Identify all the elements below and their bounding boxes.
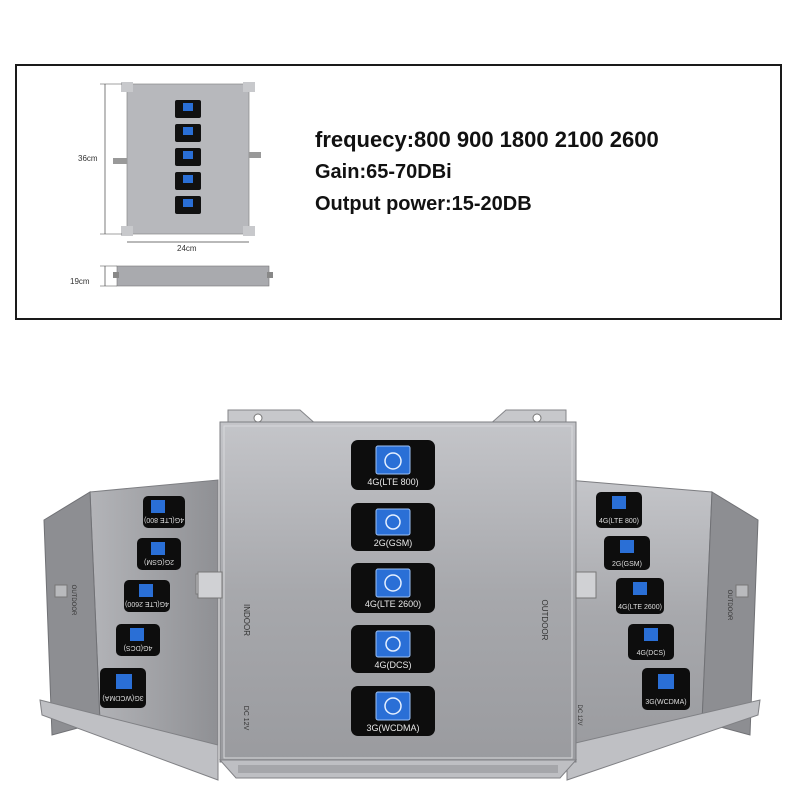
right-unit-module-4-label: 4G(DCS)	[637, 650, 666, 657]
right-unit-module-3-label: 4G(LTE 2600)	[618, 604, 662, 611]
right-unit-module-4: 4G(DCS)	[628, 624, 674, 660]
right-unit-module-2-label: 2G(GSM)	[612, 561, 642, 568]
signal-dial-icon	[384, 452, 402, 470]
spec-list: frequecy:800 900 1800 2100 2600 Gain:65-…	[315, 124, 659, 220]
dimension-width: 24cm	[177, 244, 197, 253]
center-unit-module-2: 2G(GSM)	[351, 503, 435, 551]
dimension-height: 36cm	[78, 154, 98, 163]
right-unit-side-label: OUTDOOR	[726, 590, 732, 621]
left-unit-module-4: 4G(DCS)	[116, 624, 160, 656]
center-unit-module-4-label: 4G(DCS)	[374, 660, 411, 670]
left-unit-module-1: 4G(LTE 800)	[143, 496, 185, 528]
center-unit-module-3: 4G(LTE 2600)	[351, 563, 435, 613]
left-unit-module-4-label: 4G(DCS)	[124, 644, 153, 651]
center-unit-indoor-label: INDOOR	[242, 604, 251, 636]
spec-box: 36cm 24cm 19cm frequecy:800 900 1800 210…	[15, 64, 782, 320]
center-unit-module-1-label: 4G(LTE 800)	[367, 477, 418, 487]
product-photo: 4G(LTE 800) 2G(GSM) 4G(LTE 2600) 4G(DCS)…	[39, 409, 761, 781]
center-unit-module-1: 4G(LTE 800)	[351, 440, 435, 490]
spec-gain: Gain:65-70DBi	[315, 161, 452, 183]
center-unit-module-4: 4G(DCS)	[351, 625, 435, 673]
right-unit-module-5-label: 3G(WCDMA)	[645, 699, 686, 706]
right-unit-module-3: 4G(LTE 2600)	[616, 578, 664, 614]
right-unit-module-1: 4G(LTE 800)	[596, 492, 642, 528]
left-unit-module-3-label: 4G(LTE 2600)	[125, 600, 169, 607]
spec-frequency: frequecy:800 900 1800 2100 2600	[315, 127, 659, 152]
left-unit-module-2-label: 2G(GSM)	[144, 558, 174, 565]
left-unit-side-label: OUTDOOR	[70, 585, 76, 616]
signal-dial-icon	[385, 636, 401, 652]
spec-output-power: Output power:15-20DB	[315, 193, 532, 215]
right-unit-module-5: 3G(WCDMA)	[642, 668, 690, 710]
center-unit-module-5-label: 3G(WCDMA)	[367, 723, 420, 733]
product-dimension-diagram	[100, 82, 273, 287]
center-repeater-unit: INDOOR OUTDOOR DC 12V 4G(LTE 800) 2G(GSM…	[197, 409, 597, 779]
signal-dial-icon	[385, 514, 401, 530]
center-unit-module-3-label: 4G(LTE 2600)	[365, 599, 421, 609]
right-unit-module-2: 2G(GSM)	[604, 536, 650, 570]
signal-dial-icon	[384, 697, 402, 715]
dimension-depth: 19cm	[70, 277, 90, 286]
left-unit-module-3: 4G(LTE 2600)	[124, 580, 170, 612]
diagram-modules	[175, 100, 201, 214]
right-unit-module-1-label: 4G(LTE 800)	[599, 518, 639, 525]
center-unit-module-5: 3G(WCDMA)	[351, 686, 435, 736]
center-unit-module-2-label: 2G(GSM)	[374, 538, 413, 548]
left-unit-module-2: 2G(GSM)	[137, 538, 181, 570]
right-repeater-unit: 4G(LTE 800) 2G(GSM) 4G(LTE 2600) 4G(DCS)…	[566, 479, 761, 781]
center-unit-outdoor-label: OUTDOOR	[540, 600, 549, 641]
signal-dial-icon	[384, 574, 402, 592]
left-repeater-unit: 4G(LTE 800) 2G(GSM) 4G(LTE 2600) 4G(DCS)…	[39, 479, 219, 781]
left-unit-module-5-label: 3G(WCDMA)	[102, 694, 143, 701]
left-unit-module-5: 3G(WCDMA)	[100, 668, 146, 708]
right-unit-power-label: DC 12V	[576, 704, 582, 725]
left-unit-module-1-label: 4G(LTE 800)	[144, 516, 184, 523]
center-unit-power-label: DC 12V	[242, 706, 249, 731]
